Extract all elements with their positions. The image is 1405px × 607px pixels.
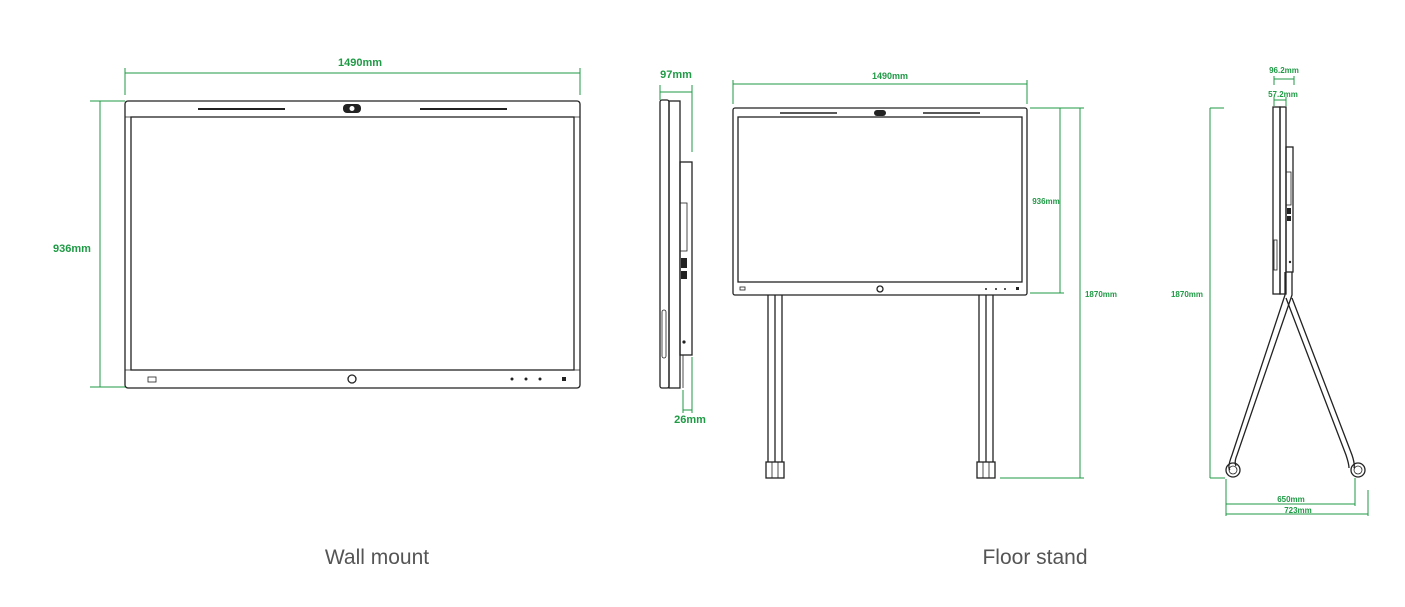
- floor-stand-side-view: [1225, 106, 1366, 478]
- wall-width-dimension: 1490mm: [124, 57, 581, 95]
- stand-screen-height-label: 936mm: [1032, 197, 1060, 206]
- side-total-height-dimension: 1870mm: [1171, 107, 1225, 479]
- base-width-label: 723mm: [1284, 506, 1312, 515]
- top-depth-dimension: 96.2mm: [1269, 66, 1299, 85]
- stand-width-dimension: 1490mm: [732, 71, 1028, 104]
- wall-height-label: 936mm: [53, 243, 91, 255]
- stand-screen-height-dimension: 936mm: [1030, 107, 1064, 294]
- top-depth-label: 96.2mm: [1269, 66, 1299, 75]
- wall-mount-caption: Wall mount: [325, 546, 429, 569]
- stand-total-height-dimension: 1870mm: [1000, 107, 1117, 479]
- side-depth-dimension: 97mm: [659, 69, 693, 152]
- wheel-right: [1350, 462, 1366, 478]
- mount-depth-dimension: 26mm: [674, 357, 706, 426]
- mount-depth-label: 26mm: [674, 414, 706, 426]
- base-width-dimension: 723mm: [1226, 490, 1369, 516]
- stand-leg-right: [976, 295, 996, 479]
- stand-total-height-label: 1870mm: [1085, 290, 1117, 299]
- wall-mount-front-view: [124, 100, 581, 389]
- wheel-span-dimension: 650mm: [1225, 478, 1356, 516]
- floor-stand-front-view: [732, 107, 1028, 479]
- wheel-span-label: 650mm: [1277, 495, 1305, 504]
- stand-width-label: 1490mm: [872, 71, 908, 81]
- floor-stand-caption: Floor stand: [982, 546, 1087, 569]
- side-depth-label: 97mm: [660, 69, 692, 81]
- wheel-left: [1225, 462, 1241, 478]
- wall-width-label: 1490mm: [338, 57, 382, 69]
- wall-height-dimension: 936mm: [53, 100, 125, 388]
- wall-mount-side-view: [659, 99, 693, 389]
- side-total-height-label: 1870mm: [1171, 290, 1203, 299]
- panel-depth-label: 57.2mm: [1268, 90, 1298, 99]
- stand-leg-left: [765, 295, 785, 479]
- panel-depth-dimension: 57.2mm: [1268, 90, 1298, 106]
